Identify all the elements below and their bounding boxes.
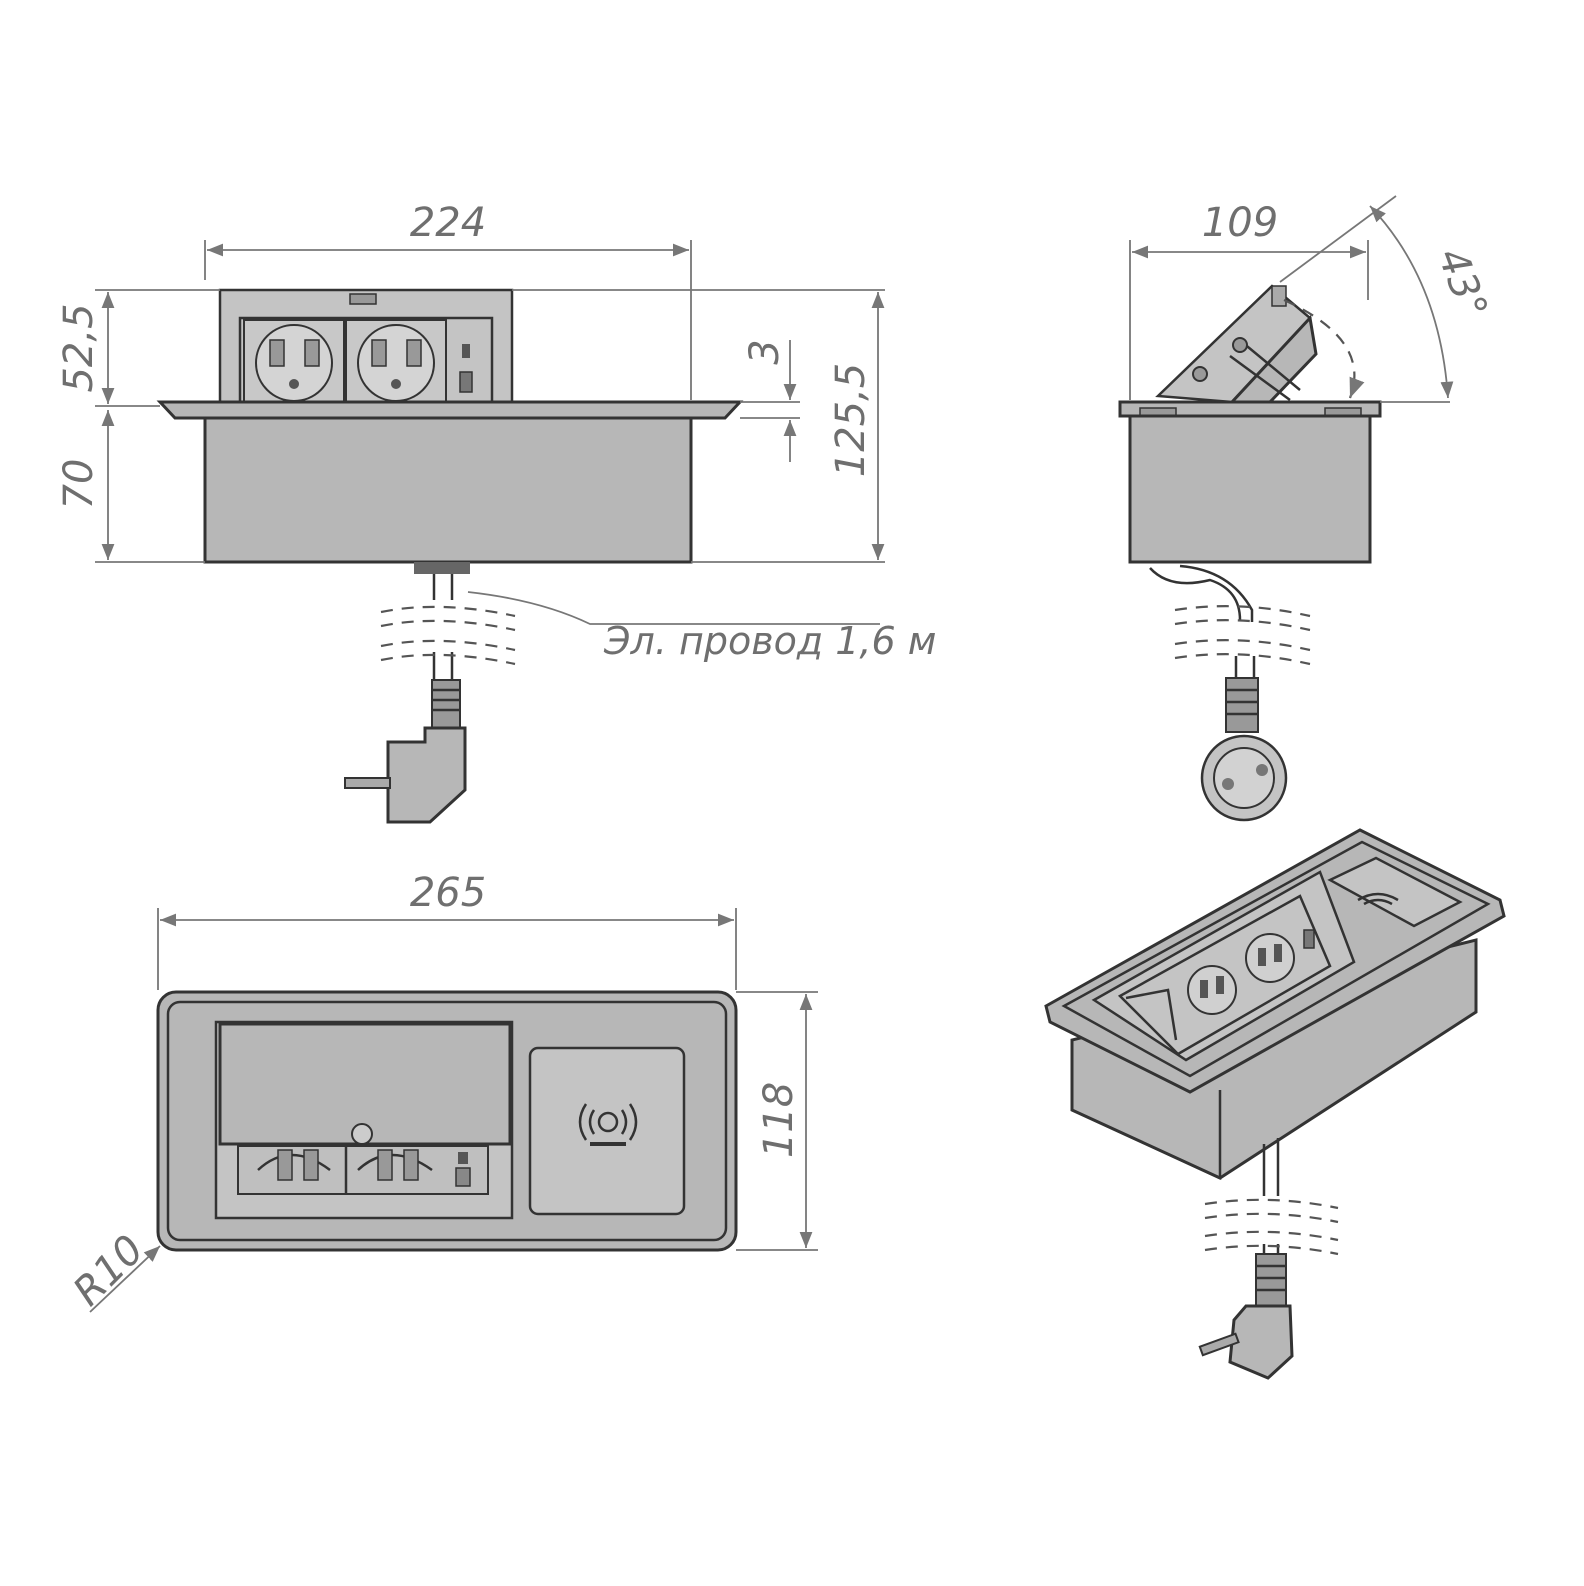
body-front [203, 416, 693, 564]
dim-tilt-angle: 43° [1428, 242, 1495, 324]
tilted-panel [1155, 284, 1318, 404]
dim-top-length: 265 [410, 870, 486, 916]
dim-corner-radius: R10 [65, 1227, 153, 1315]
lid-front [156, 400, 744, 420]
dim-lid-thickness: 3 [742, 339, 788, 364]
top-view [156, 990, 738, 1252]
wireless-charging-icon [578, 1103, 638, 1146]
plug-side [1200, 677, 1288, 822]
front-dimensions: 224 52,5 70 3 125,5 Эл. провод 1,6 м [56, 200, 936, 663]
isometric-view [1044, 828, 1506, 1380]
socket-front-2 [345, 319, 447, 407]
tilted-panel-iso [1117, 894, 1332, 1056]
plug-front [344, 679, 467, 824]
body-side [1128, 414, 1372, 564]
socket-front-1 [243, 319, 345, 407]
sockets-top [237, 1145, 489, 1195]
usb-c-port-icon [462, 344, 470, 358]
usb-a-port-icon [459, 371, 473, 393]
dim-total-height: 125,5 [828, 363, 874, 478]
dim-side-width: 109 [1202, 200, 1278, 246]
cable-note: Эл. провод 1,6 м [603, 619, 936, 663]
front-view [156, 288, 880, 824]
side-view [1118, 284, 1382, 822]
dim-flap-height: 52,5 [56, 303, 102, 392]
wireless-pad-iso [1327, 856, 1463, 928]
dim-top-width: 118 [756, 1082, 802, 1158]
dim-front-width: 224 [410, 200, 486, 246]
plug-iso [1198, 1253, 1294, 1380]
dim-body-depth: 70 [56, 459, 102, 510]
